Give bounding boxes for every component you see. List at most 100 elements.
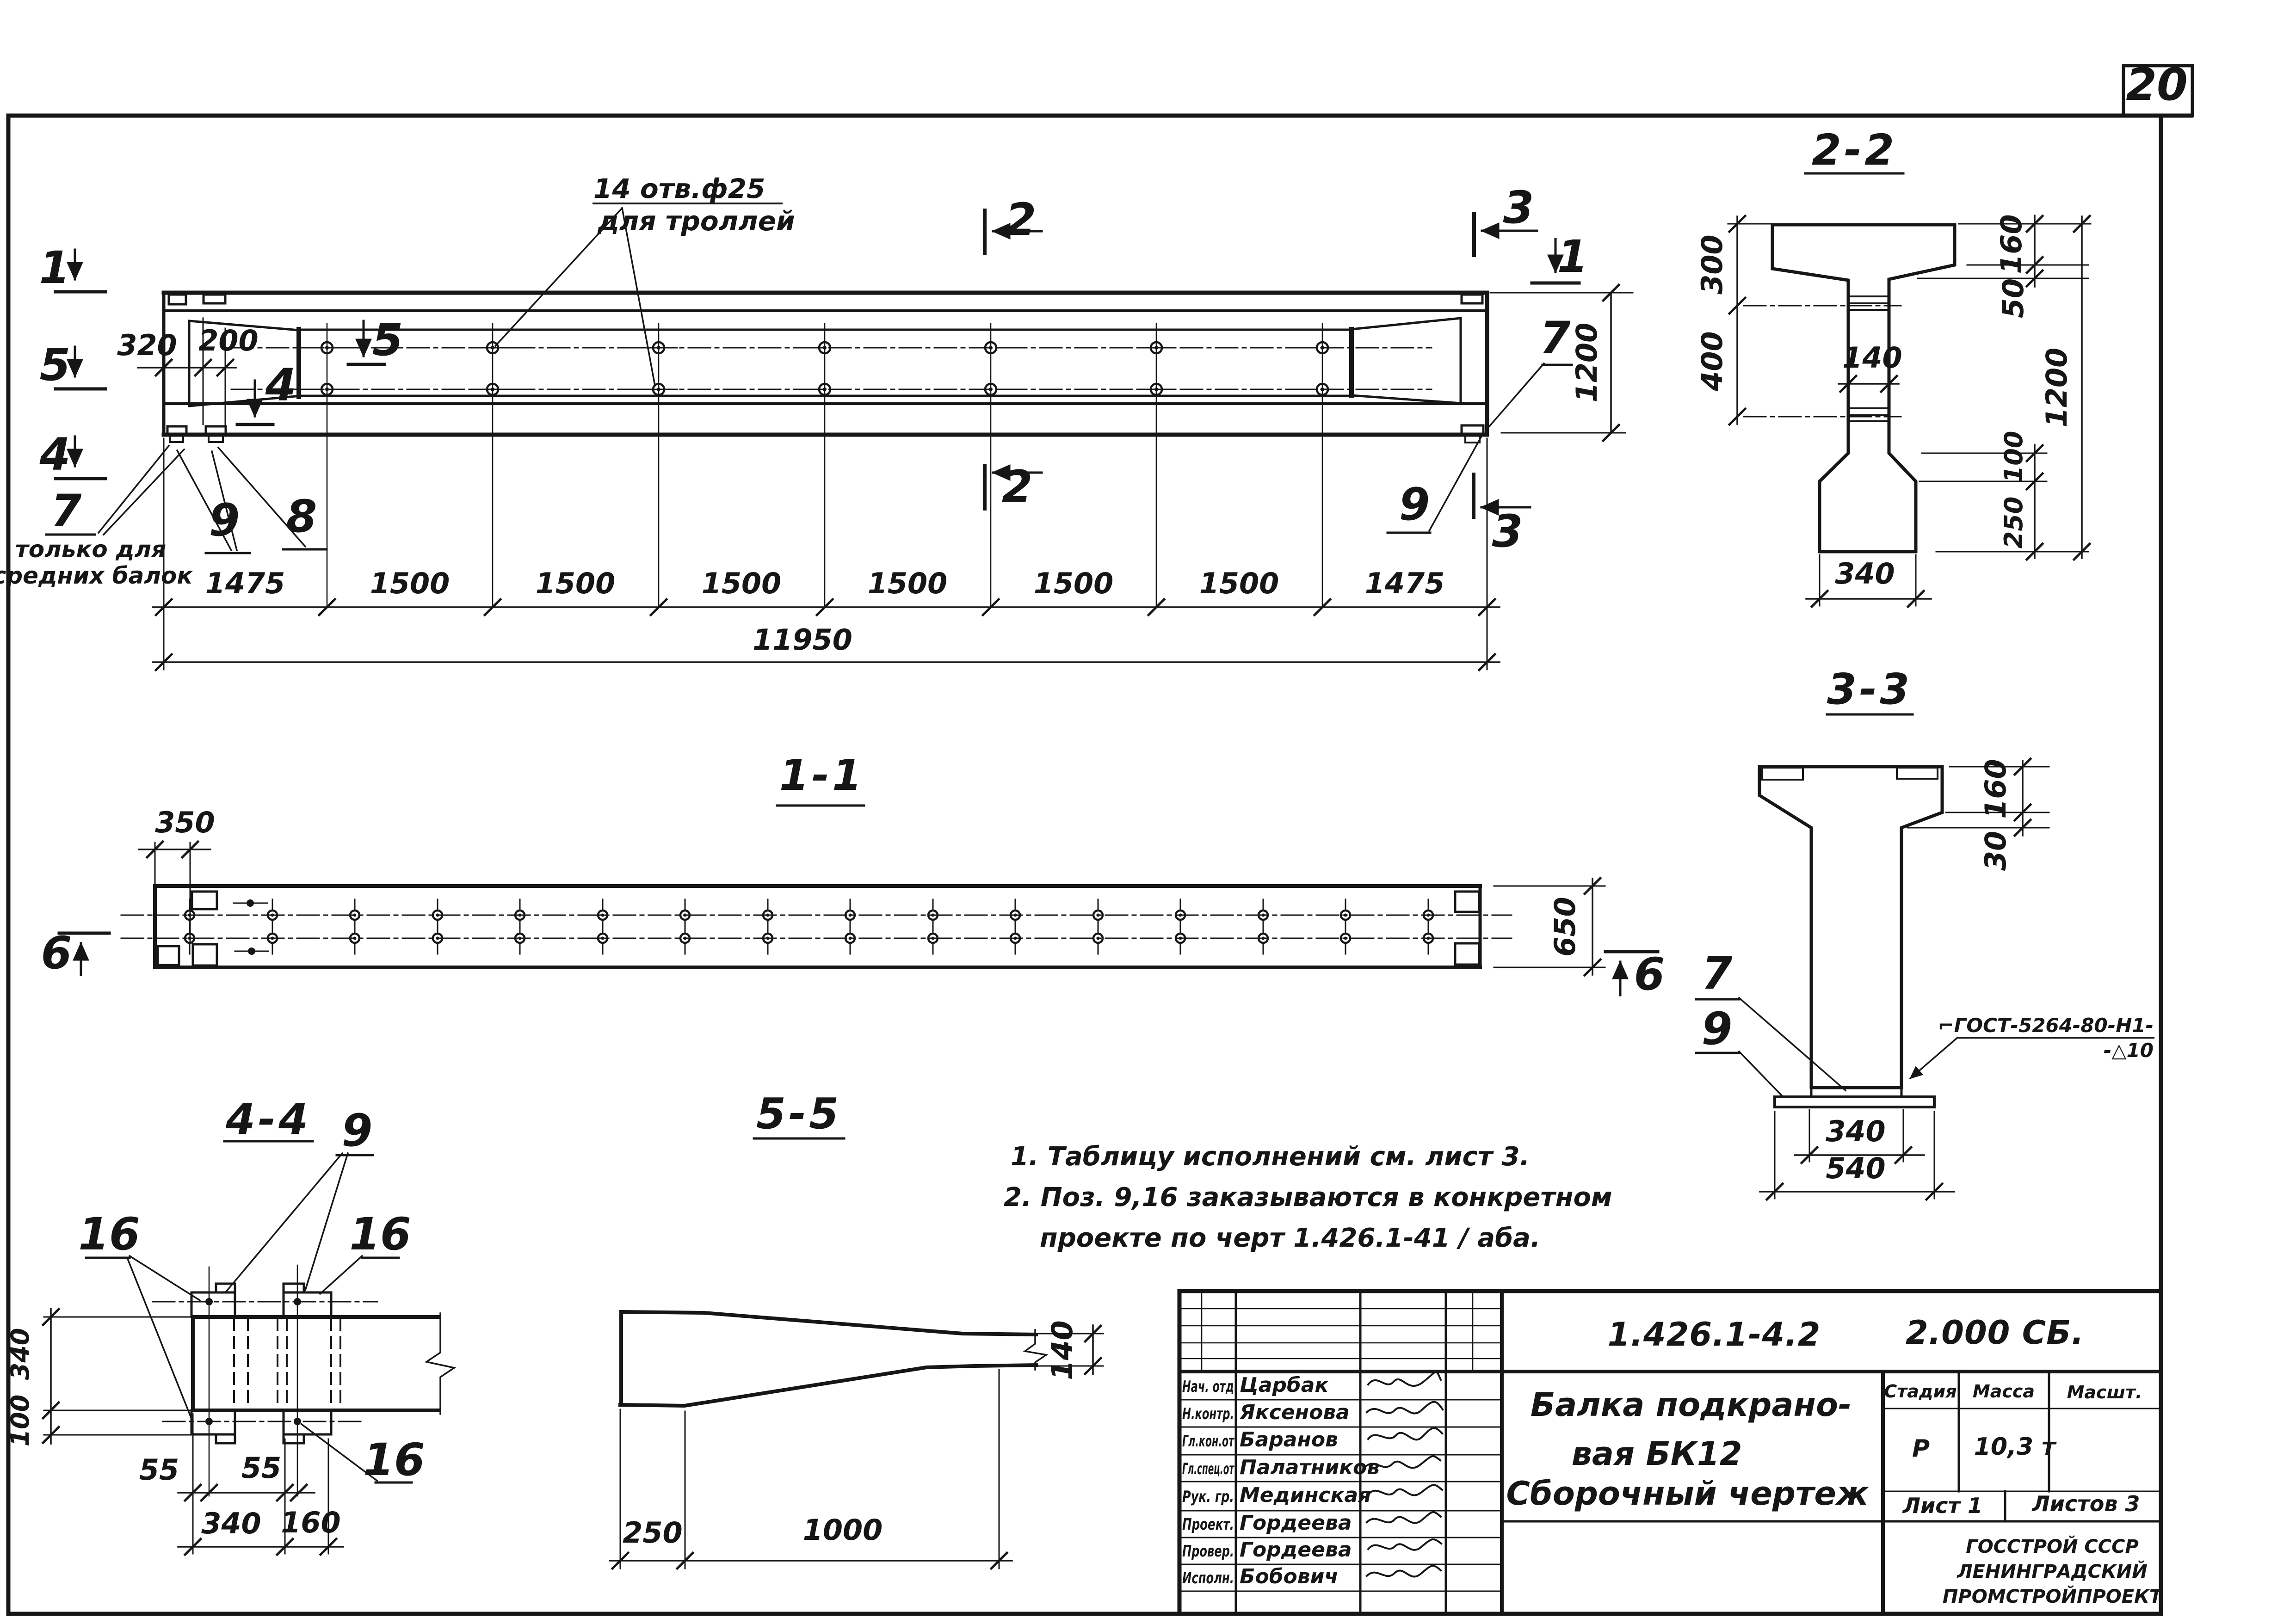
section-mark-label: 6 bbox=[1634, 948, 1665, 1000]
plan-outline bbox=[153, 884, 1482, 969]
dim-total: 11950 bbox=[152, 437, 1500, 670]
drawing-title: Балка подкрано- bbox=[1531, 1386, 1852, 1424]
sheet-frame bbox=[6, 113, 2193, 1616]
outline-path bbox=[619, 1310, 1038, 1337]
sheet-label: Лист 1 bbox=[1902, 1493, 1982, 1518]
web-shims bbox=[1743, 295, 1902, 422]
dims-2-2-left: 300 400 bbox=[1695, 216, 1773, 424]
callout-9-right: 9 bbox=[1386, 432, 1484, 534]
role-label: Нач. отд bbox=[1182, 1378, 1234, 1396]
stage-value: Р bbox=[1912, 1435, 1930, 1463]
view-title: 5-5 bbox=[756, 1089, 841, 1138]
dim-label: 350 bbox=[155, 806, 215, 839]
callout-number: 7 bbox=[1702, 947, 1733, 999]
dim-label: 400 bbox=[1695, 331, 1729, 391]
callout-9-s4: 9 bbox=[225, 1105, 374, 1293]
outline-path bbox=[1023, 1329, 1049, 1371]
line-segment bbox=[188, 394, 302, 407]
callout-number: 9 bbox=[342, 1105, 373, 1156]
dim-label: 250 bbox=[623, 1516, 682, 1550]
callout-text: 14 отв.ф25 bbox=[593, 173, 765, 204]
right-end-block bbox=[1349, 317, 1462, 405]
note-line: проекте по черт 1.426.1-41 / аба. bbox=[1040, 1223, 1540, 1253]
dim-350: 350 bbox=[138, 806, 215, 944]
dim-height: 1200 bbox=[1489, 285, 1634, 441]
plate-rect bbox=[156, 945, 180, 966]
outline-path bbox=[424, 1312, 457, 1415]
dim-label: 140 bbox=[1045, 1320, 1079, 1380]
section-mark-label: 3 bbox=[1492, 505, 1523, 557]
dim-label: 1475 bbox=[1365, 566, 1445, 600]
left-end-block bbox=[188, 320, 302, 407]
line-segment bbox=[1485, 362, 1545, 431]
note-line: 2. Поз. 9,16 заказываются в конкретном bbox=[1004, 1182, 1612, 1212]
doc-code: 1.426.1-4.2 bbox=[1608, 1316, 1821, 1353]
plate-rect bbox=[191, 890, 218, 910]
plate-rect bbox=[2122, 64, 2194, 117]
plan-section-marks: 6 6 bbox=[41, 927, 1665, 1000]
dim-label: 55 bbox=[139, 1453, 179, 1487]
callout-9-s3: 9 bbox=[1695, 1003, 1784, 1098]
plate-rect bbox=[215, 1282, 236, 1294]
dim-label: 1500 bbox=[702, 566, 782, 600]
person-name: Палатников bbox=[1240, 1456, 1380, 1479]
section-mark-label: 4 bbox=[265, 359, 296, 411]
line-segment bbox=[126, 1256, 193, 1420]
dim-label: 340 bbox=[1826, 1114, 1885, 1148]
view-title: 4-4 bbox=[225, 1095, 311, 1144]
plate-rect bbox=[1761, 767, 1804, 781]
dim-label: 1500 bbox=[868, 566, 948, 600]
column-header: Стадия bbox=[1884, 1381, 1957, 1402]
dim-label: 30 bbox=[1979, 831, 2012, 871]
dim-label: 1475 bbox=[205, 566, 285, 600]
plate-rect bbox=[282, 1433, 305, 1445]
trolley-holes bbox=[230, 323, 1432, 608]
view-section-2-2: 2-2 300 400 140 160 50 100 250 1200 340 bbox=[1695, 125, 2092, 607]
dim-label: 250 bbox=[1999, 497, 2028, 549]
dim-spans: 1475 1500 1500 1500 1500 1500 1500 1475 bbox=[152, 566, 1500, 615]
callout-text: только для bbox=[15, 536, 166, 563]
note-line: 1. Таблицу исполнений см. лист 3. bbox=[1011, 1142, 1530, 1172]
view-title: 1-1 bbox=[779, 750, 864, 800]
view-section-3-3: 3-3 340 540 160 30 7 9 ⌐ГОСТ-5264-80-Н1-… bbox=[1695, 664, 2154, 1200]
dim-label: 100 bbox=[6, 1395, 35, 1447]
plate-rect bbox=[1896, 767, 1938, 780]
callout-number: 7 bbox=[1540, 312, 1571, 364]
dim-label: 200 bbox=[198, 324, 258, 357]
plate-rect bbox=[191, 943, 218, 967]
person-name: Царбак bbox=[1240, 1373, 1329, 1397]
callout-number: 9 bbox=[1702, 1003, 1733, 1055]
plate-rect bbox=[167, 293, 187, 306]
section-mark-label: 1 bbox=[1557, 231, 1588, 283]
section-marks: 1 5 4 5 4 2 2 3 3 1 bbox=[39, 182, 1588, 557]
plate-rect bbox=[282, 1409, 333, 1436]
plate-rect bbox=[1454, 890, 1481, 913]
dim-label: 1500 bbox=[1199, 566, 1279, 600]
dim-320-200: 320 200 bbox=[117, 317, 259, 425]
dim-label: 540 bbox=[1826, 1151, 1885, 1185]
callout-7-s3: 7 bbox=[1695, 947, 1847, 1092]
section-mark-label: 4 bbox=[39, 429, 71, 480]
callout-7-right: 7 bbox=[1485, 312, 1573, 431]
plate-rect bbox=[1773, 1095, 1936, 1108]
callout-number: 8 bbox=[286, 491, 317, 542]
section-mark-label: 1 bbox=[39, 242, 70, 294]
sheets-label: Листов 3 bbox=[2031, 1491, 2140, 1516]
outline-path bbox=[1364, 1455, 1442, 1469]
dim-label: 340 bbox=[201, 1507, 261, 1540]
line-segment bbox=[304, 1152, 349, 1292]
role-label: Н.контр. bbox=[1182, 1405, 1234, 1423]
callout-16-left: 16 bbox=[78, 1208, 201, 1420]
line-segment bbox=[1428, 432, 1484, 532]
callout-16-right: 16 bbox=[319, 1208, 411, 1295]
callout-number: 16 bbox=[349, 1208, 411, 1260]
plate-rect bbox=[1177, 1289, 2163, 1616]
plate-rect bbox=[169, 434, 184, 443]
column-header: Масшт. bbox=[2067, 1382, 2142, 1403]
doc-code: 2.000 СБ. bbox=[1906, 1314, 2084, 1352]
dim-label: 1000 bbox=[803, 1513, 883, 1547]
outline-path bbox=[1771, 223, 1957, 554]
section-mark-label: 2 bbox=[1006, 194, 1037, 246]
